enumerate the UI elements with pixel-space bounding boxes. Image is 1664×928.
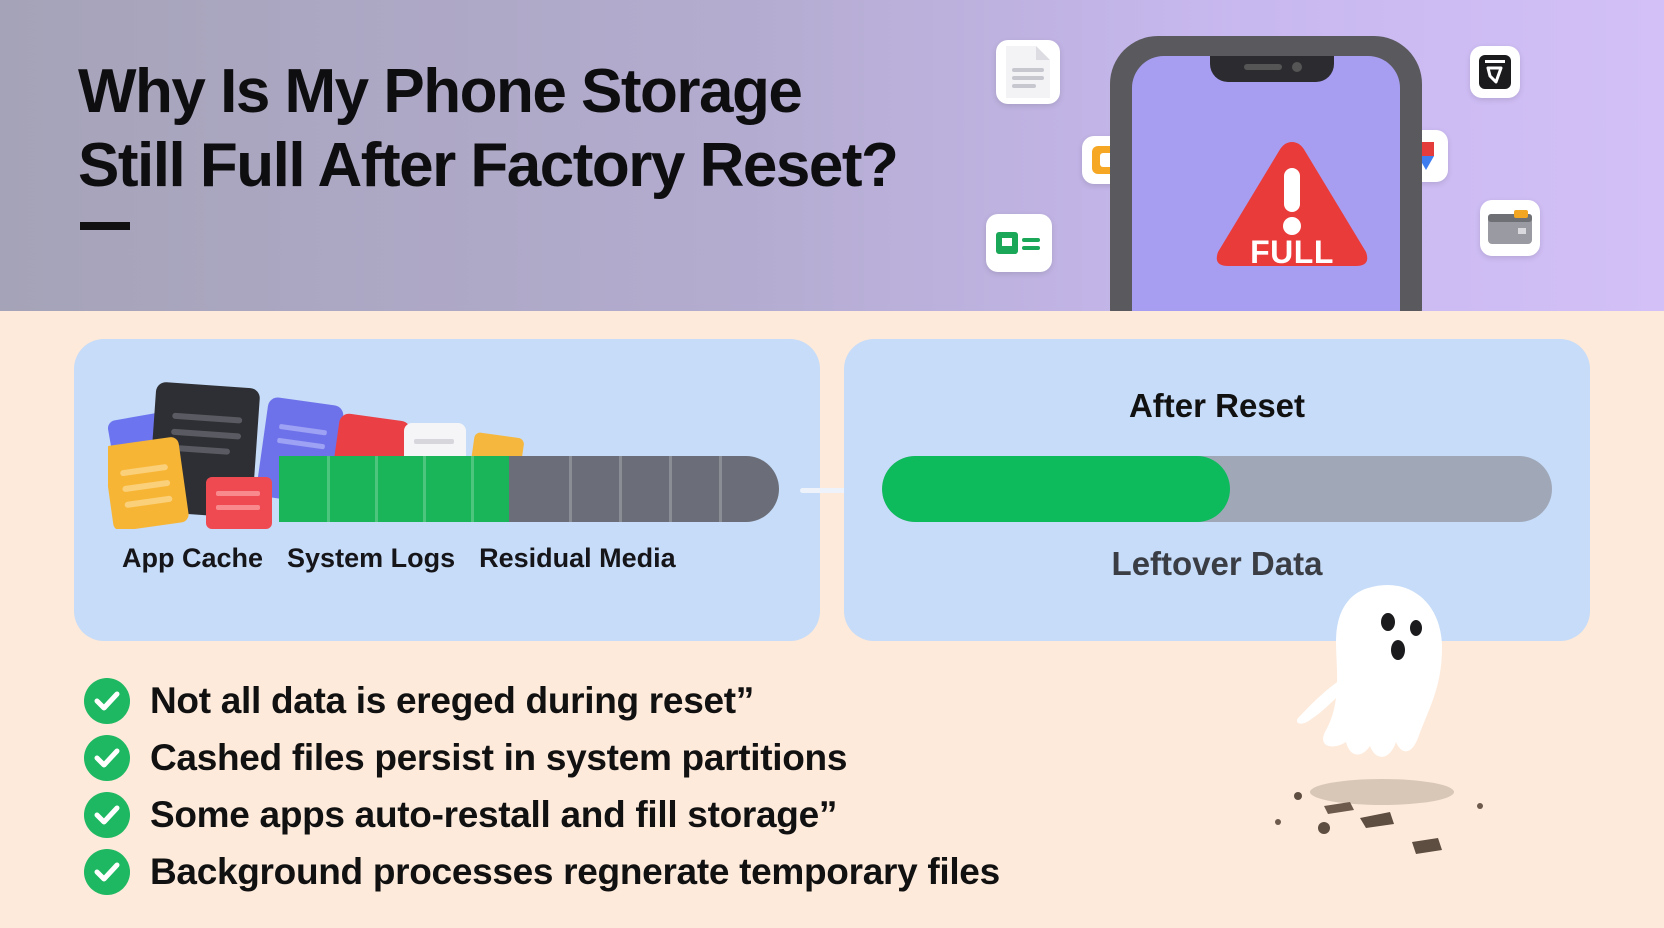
list-item: Some apps auto-restall and fill storage” <box>84 786 1000 843</box>
checkmark-icon <box>84 791 130 838</box>
title-line-2: Still Full After Factory Reset? <box>78 131 899 200</box>
pdf-app-icon <box>1470 46 1520 98</box>
document-icon <box>996 40 1060 104</box>
phone-screen: FULL <box>1132 56 1400 311</box>
storage-usage-bar <box>279 456 779 522</box>
label-app-cache: App Cache <box>122 543 264 573</box>
checkmark-icon <box>84 734 130 781</box>
list-item-text: Not all data is ereged during reset” <box>150 679 754 721</box>
folder-app-icon <box>1480 200 1540 256</box>
list-item: Cashed files persist in system partition… <box>84 729 1000 786</box>
page-title: Why Is My Phone Storage Still Full After… <box>78 55 938 203</box>
ghost-icon <box>1275 584 1483 854</box>
list-item-text: Cashed files persist in system partition… <box>150 736 848 778</box>
list-item: Not all data is ereged during reset” <box>84 672 1000 729</box>
leftover-data-bar <box>882 456 1552 522</box>
label-system-logs: System Logs <box>287 543 456 573</box>
storage-labels: App Cache System Logs Residual Media <box>122 543 676 574</box>
after-reset-title: After Reset <box>1128 387 1306 424</box>
panel-connector <box>800 488 864 493</box>
id-card-icon <box>986 214 1052 272</box>
storage-usage-fill <box>279 456 509 522</box>
storage-breakdown-panel: App Cache System Logs Residual Media <box>74 339 820 641</box>
warning-icon <box>1216 142 1368 266</box>
after-reset-panel: After Reset Leftover Data <box>844 339 1590 641</box>
reasons-checklist: Not all data is ereged during reset” Cas… <box>84 672 1000 900</box>
checkmark-icon <box>84 677 130 724</box>
warning-label: FULL <box>1250 234 1334 270</box>
list-item: Background processes regnerate temporary… <box>84 843 1000 900</box>
leftover-data-fill <box>882 456 1231 522</box>
phone-illustration: FULL <box>1110 36 1422 311</box>
header-banner: Why Is My Phone Storage Still Full After… <box>0 0 1664 311</box>
leftover-data-label: Leftover Data <box>1111 545 1323 582</box>
label-residual-media: Residual Media <box>479 543 676 573</box>
list-item-text: Some apps auto-restall and fill storage” <box>150 793 838 835</box>
title-underline <box>80 222 130 230</box>
phone-notch <box>1210 56 1334 82</box>
list-item-text: Background processes regnerate temporary… <box>150 850 1000 892</box>
title-line-1: Why Is My Phone Storage <box>78 57 803 126</box>
checkmark-icon <box>84 848 130 895</box>
